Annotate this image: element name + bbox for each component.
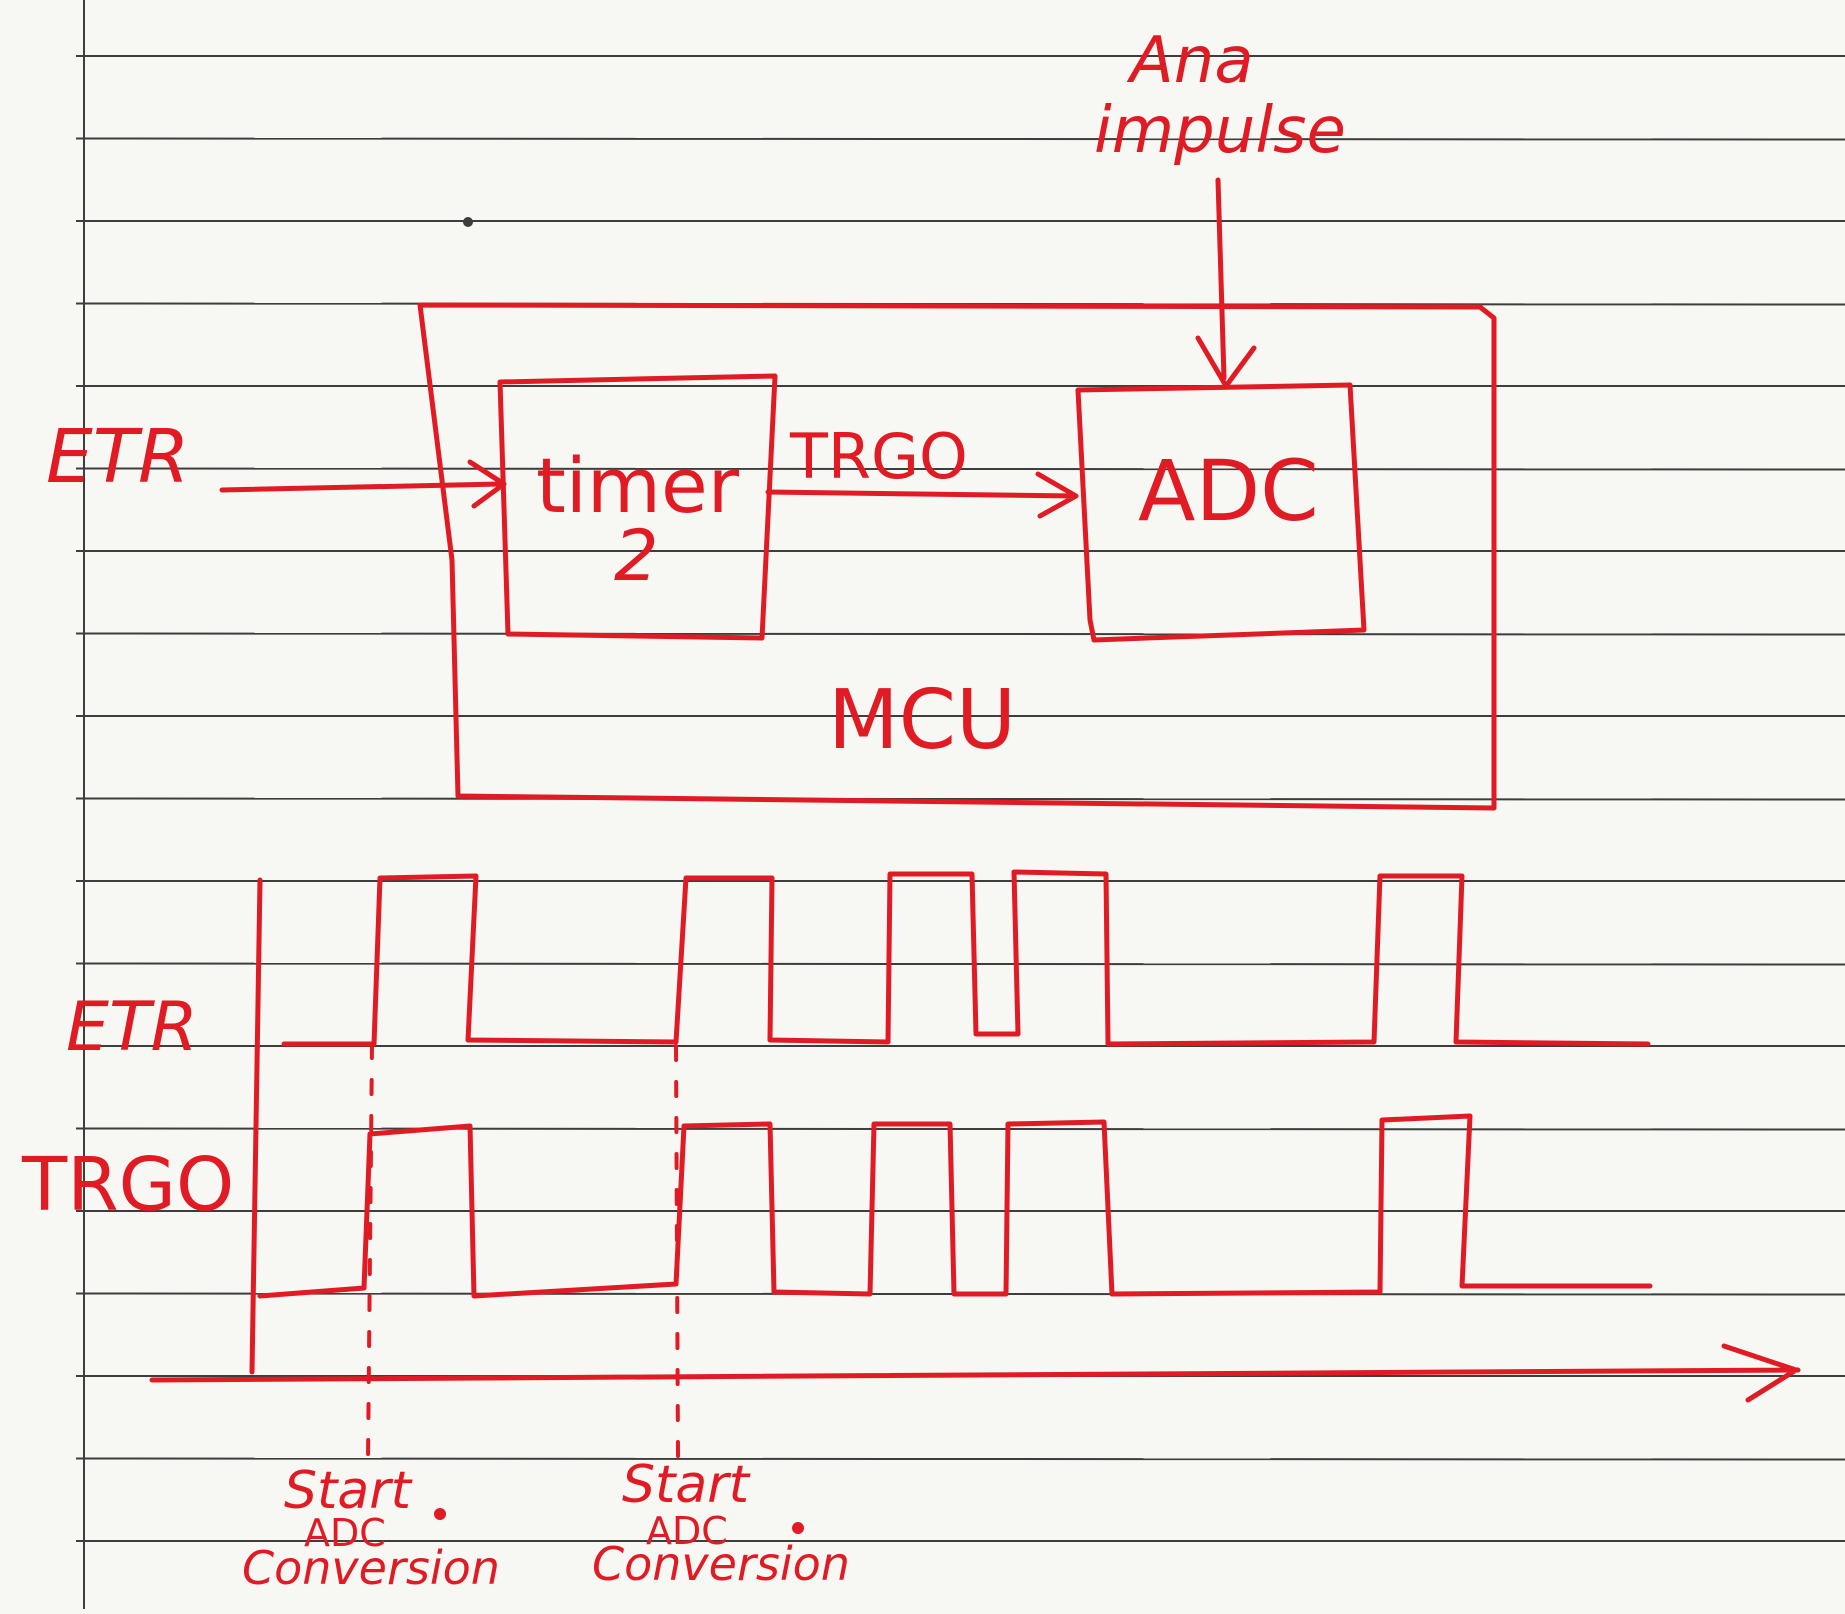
paper-dot bbox=[463, 217, 473, 227]
marker1-label-line2: ADC bbox=[304, 1511, 386, 1555]
etr-input-arrow bbox=[219, 459, 507, 509]
ruled-line bbox=[75, 1457, 1845, 1461]
trgo-waveform bbox=[257, 1113, 1653, 1299]
bullet-dot-2 bbox=[792, 1522, 804, 1534]
notebook-rules bbox=[75, 0, 1845, 1609]
marker2-label-line3: Conversion bbox=[592, 1537, 850, 1591]
etr-waveform bbox=[281, 869, 1651, 1047]
trgo-link-label: TRGO bbox=[789, 420, 968, 493]
conversion-marker-1 bbox=[366, 1042, 374, 1462]
timer2-block bbox=[497, 373, 778, 641]
ruled-line bbox=[75, 1127, 1845, 1131]
adc-block bbox=[1075, 382, 1367, 643]
trgo-signal-label: TRGO bbox=[21, 1142, 234, 1228]
time-axis-arrow bbox=[149, 1343, 1801, 1403]
mcu-block bbox=[417, 302, 1497, 811]
marker1-label-line1: Start bbox=[284, 1461, 413, 1521]
bullet-dot-1 bbox=[434, 1508, 446, 1520]
adc-label: ADC bbox=[1138, 442, 1319, 540]
ruled-line bbox=[75, 797, 1845, 801]
mcu-label: MCU bbox=[828, 673, 1016, 768]
marker2-label-line2: ADC bbox=[646, 1509, 728, 1553]
ruled-line bbox=[75, 632, 1845, 636]
timer-label-line2: 2 bbox=[614, 515, 659, 597]
etr-signal-label: ETR bbox=[66, 988, 198, 1067]
ruled-line bbox=[75, 467, 1845, 471]
analog-input-label-line2: impulse bbox=[1094, 94, 1346, 168]
analog-input-arrow bbox=[1195, 177, 1257, 389]
etr-input-label: ETR bbox=[46, 414, 189, 500]
trgo-link-arrow bbox=[765, 471, 1079, 519]
timing-vertical-axis bbox=[249, 877, 263, 1375]
timer-label-line1: timer bbox=[536, 441, 740, 530]
ruled-line bbox=[75, 962, 1845, 966]
marker2-label-line1: Start bbox=[622, 1455, 751, 1515]
analog-input-label-line1: Ana bbox=[1126, 24, 1254, 98]
ruled-line bbox=[75, 137, 1845, 141]
marker1-label-line3: Conversion bbox=[242, 1541, 500, 1595]
